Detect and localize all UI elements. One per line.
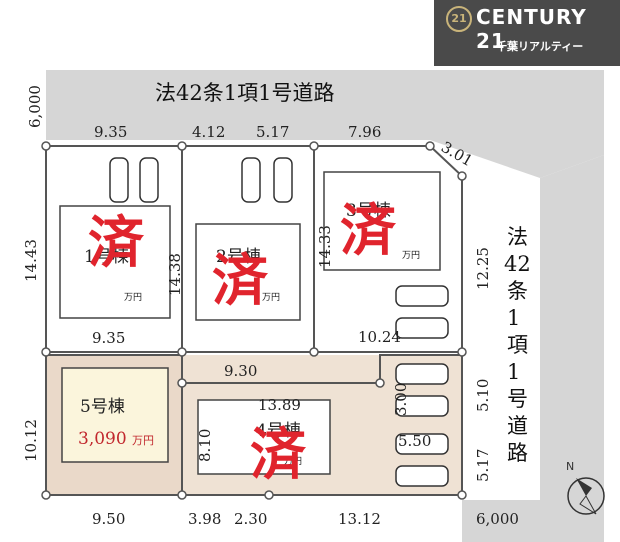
building-3 [323, 171, 441, 271]
car-icon [395, 395, 449, 417]
right-road-char: 号 [507, 387, 528, 411]
dim-top-1: 9.35 [94, 123, 127, 141]
compass-north-label: N [566, 460, 574, 473]
lot3-label: 3号棟 [346, 201, 391, 221]
lot3-sold-stamp: 済 [340, 199, 397, 264]
building-5 [61, 367, 169, 463]
building-2 [195, 223, 301, 321]
lot1-price-unit: 万円 [124, 292, 142, 303]
car-icon [395, 363, 449, 385]
dim-lot4-left: 8.10 [196, 429, 214, 462]
century21-logo: 21 CENTURY 21 千葉リアルティー [434, 0, 620, 66]
dim-bottom-2: 3.98 [188, 510, 221, 528]
car-icon [395, 433, 449, 455]
right-road-char: 条 [507, 279, 528, 303]
right-road-char: 道 [507, 414, 528, 438]
lot5-price: 3,090 [78, 429, 127, 449]
bottom-road-stub [462, 500, 604, 542]
dim-lot1-inner: 14.38 [166, 253, 184, 296]
dim-right-b: 5.17 [474, 449, 492, 482]
top-road-label: 法42条1項1号道路 [155, 81, 334, 105]
dim-lot1-bottom: 9.35 [92, 329, 125, 347]
bottom-road-width: 6,000 [476, 510, 519, 528]
right-road-char: 1 [507, 360, 520, 384]
logo-mark: 21 [446, 6, 472, 32]
dim-parking-a: 3.00 [392, 383, 410, 416]
lot5-label: 5号棟 [80, 397, 125, 417]
branch-name: 千葉リアルティー [496, 40, 584, 53]
car-icon [109, 157, 129, 203]
dim-top-4: 7.96 [348, 123, 381, 141]
dim-lot3-bottom: 10.24 [358, 328, 401, 346]
lot2-label: 2号棟 [216, 247, 261, 267]
car-icon [241, 157, 261, 203]
lot1-label: 1号棟 [84, 247, 129, 267]
lot3-price-unit: 万円 [402, 250, 420, 261]
right-road-char: 項 [507, 333, 528, 357]
brand-name: CENTURY 21 [476, 5, 587, 53]
building-1 [59, 205, 171, 319]
lot1-sold-stamp: 済 [88, 211, 145, 276]
right-road-char: 路 [507, 441, 528, 465]
top-road [46, 70, 604, 178]
car-icon [273, 157, 293, 203]
car-icon [395, 317, 449, 339]
dim-bottom-1: 9.50 [92, 510, 125, 528]
dim-lot3-inner: 14.33 [316, 225, 334, 268]
lot4-price-unit: 万円 [284, 456, 302, 467]
dim-right-a: 5.10 [474, 379, 492, 412]
lot3-boundary [313, 145, 463, 353]
dim-left-lot5: 10.12 [22, 419, 40, 462]
compass-icon [567, 477, 605, 515]
lot4-label: 4号棟 [256, 421, 301, 441]
dim-parking-b: 5.50 [398, 432, 431, 450]
right-road-label: 法 42 条 1 項 1 号道路 [504, 225, 531, 465]
car-icon [395, 465, 449, 487]
right-road [540, 155, 604, 500]
building-4 [197, 399, 331, 475]
car-icon [139, 157, 159, 203]
lot4-sold-stamp: 済 [250, 423, 307, 488]
right-road-char: 法 [507, 225, 528, 249]
dim-bottom-4: 13.12 [338, 510, 381, 528]
dim-top-2: 4.12 [192, 123, 225, 141]
dim-bottom-3: 2.30 [234, 510, 267, 528]
lot5-price-unit: 万円 [132, 434, 154, 447]
dim-lot4-top: 13.89 [258, 396, 301, 414]
top-road-width: 6,000 [26, 85, 44, 128]
dim-top-3: 5.17 [256, 123, 289, 141]
car-icon [395, 285, 449, 307]
lot2-price-unit: 万円 [262, 292, 280, 303]
dim-right-lot3: 12.25 [474, 247, 492, 290]
right-road-char: 42 [504, 252, 531, 276]
lot2-sold-stamp: 済 [212, 249, 269, 314]
dim-left-lot1: 14.43 [22, 239, 40, 282]
dim-middle: 9.30 [224, 362, 257, 380]
right-road-char: 1 [507, 306, 520, 330]
